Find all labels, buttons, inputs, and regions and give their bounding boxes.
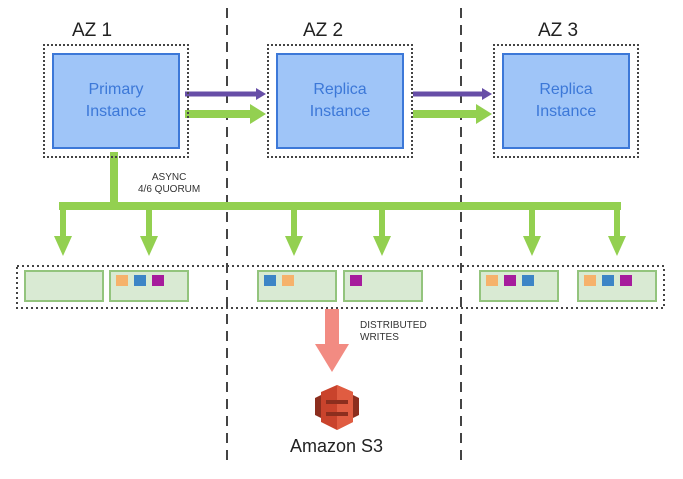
data-block-magenta [350, 275, 362, 286]
data-block-blue [602, 275, 614, 286]
az-label-3: AZ 3 [538, 20, 579, 41]
replication-arrow-1 [185, 88, 266, 100]
data-block-orange [282, 275, 294, 286]
storage-band [16, 265, 665, 309]
quorum-label: ASYNC 4/6 QUORUM [138, 172, 201, 195]
az-label-1: AZ 1 [72, 20, 113, 41]
az3-instance-wrap [493, 44, 639, 158]
replica-instance-az3: Replica Instance [502, 53, 630, 149]
az2-instance-wrap [267, 44, 413, 158]
amazon-s3-icon [315, 385, 359, 430]
data-block-blue [264, 275, 276, 286]
az1-instance-wrap [43, 44, 189, 158]
data-block-magenta [620, 275, 632, 286]
storage-nodes [24, 270, 657, 302]
amazon-s3-label: Amazon S3 [290, 436, 384, 456]
data-block-orange [116, 275, 128, 286]
primary-instance: Primary Instance [52, 53, 180, 149]
storage-node-1 [24, 270, 104, 302]
replica-instance-az2: Replica Instance [276, 53, 404, 149]
distributed-writes-arrow [315, 309, 349, 372]
az-label-2: AZ 2 [303, 20, 344, 41]
data-block-magenta [504, 275, 516, 286]
green-arrow-1 [185, 104, 266, 124]
distributed-writes-label: DISTRIBUTED WRITES [360, 320, 427, 343]
data-block-blue [522, 275, 534, 286]
data-block-orange [584, 275, 596, 286]
data-block-blue [134, 275, 146, 286]
quorum-write-tree [54, 152, 626, 256]
green-arrow-2 [413, 104, 492, 124]
data-block-magenta [152, 275, 164, 286]
data-block-orange [486, 275, 498, 286]
replication-arrow-2 [413, 88, 492, 100]
